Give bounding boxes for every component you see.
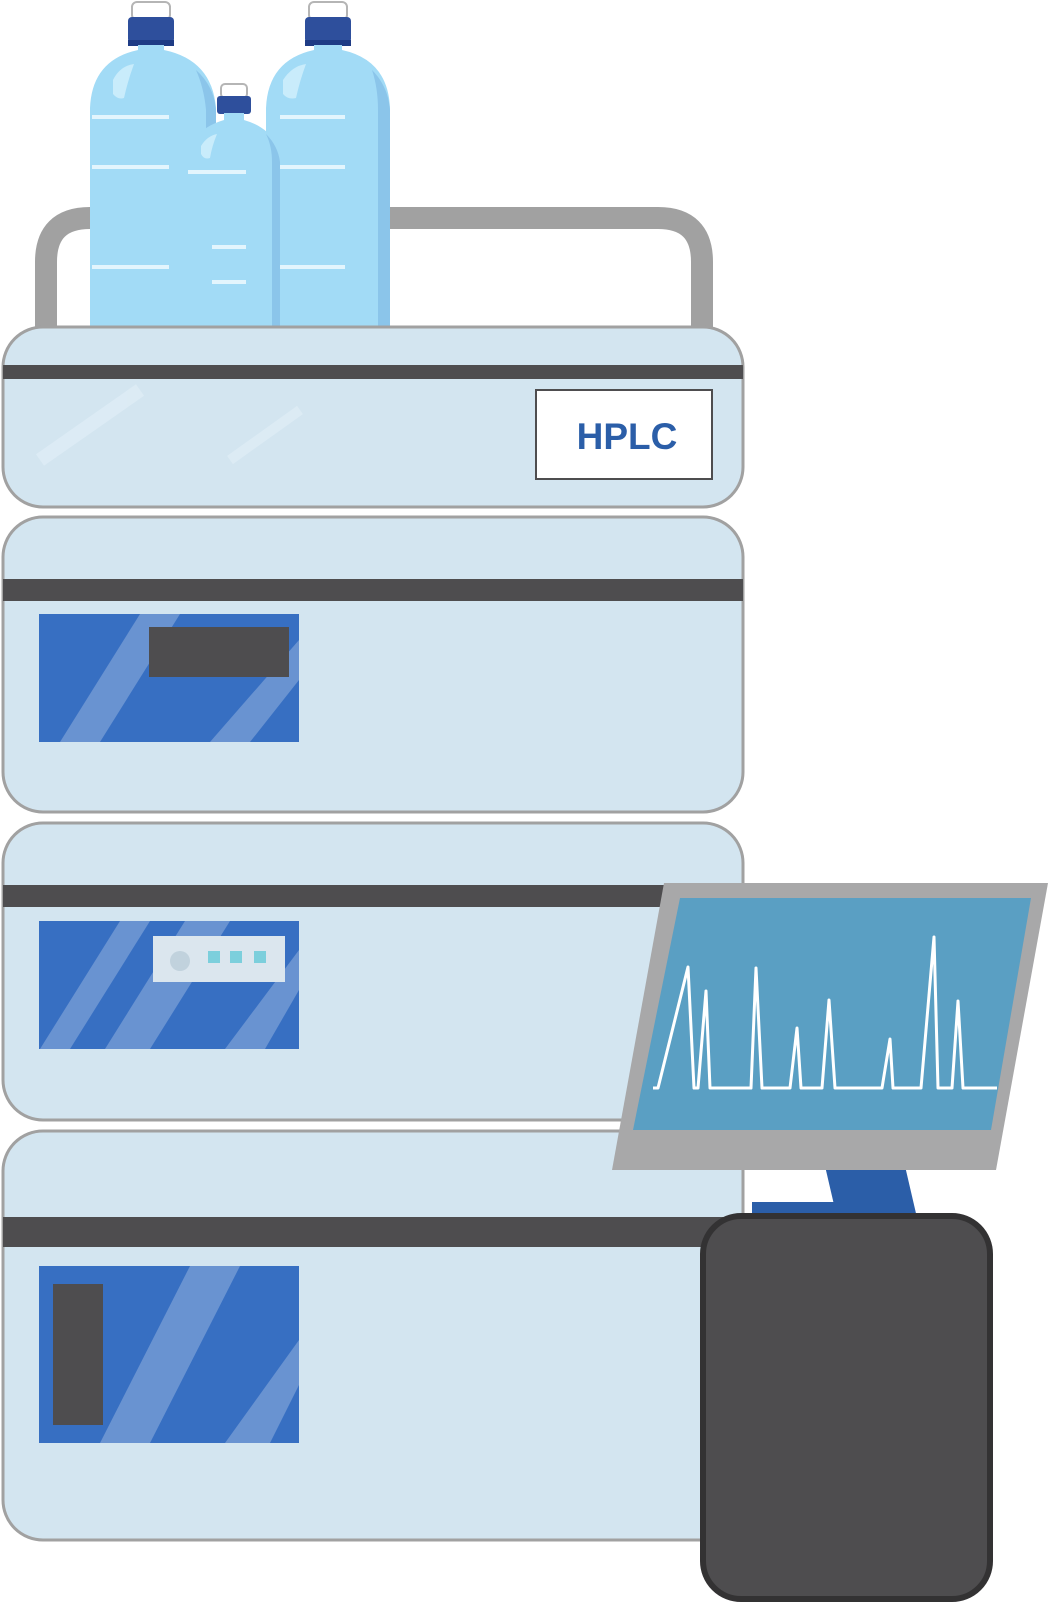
- indicator-light: [208, 951, 220, 963]
- indicator-light: [254, 951, 266, 963]
- computer-case-icon: [700, 1213, 993, 1602]
- power-button-icon: [170, 951, 190, 971]
- column-oven-slot: [53, 1284, 103, 1425]
- chromatogram-icon: [653, 935, 997, 1090]
- solvent-tray-module: HPLC: [1, 325, 745, 509]
- monitor-icon: [612, 883, 1048, 1170]
- pump-display: [149, 627, 289, 677]
- column-oven-window: [39, 1266, 299, 1443]
- indicator-light: [230, 951, 242, 963]
- hplc-label-plate: [535, 389, 713, 480]
- autosampler-module: [1, 821, 745, 1122]
- solvent-bottle-right: [266, 1, 390, 326]
- pump-module: [1, 515, 745, 814]
- column-oven-module: [1, 1129, 745, 1542]
- autosampler-window: [39, 921, 299, 1049]
- pump-window: [39, 614, 299, 742]
- hplc-label-text: HPLC: [577, 416, 678, 457]
- solvent-bottle-middle: [188, 83, 280, 326]
